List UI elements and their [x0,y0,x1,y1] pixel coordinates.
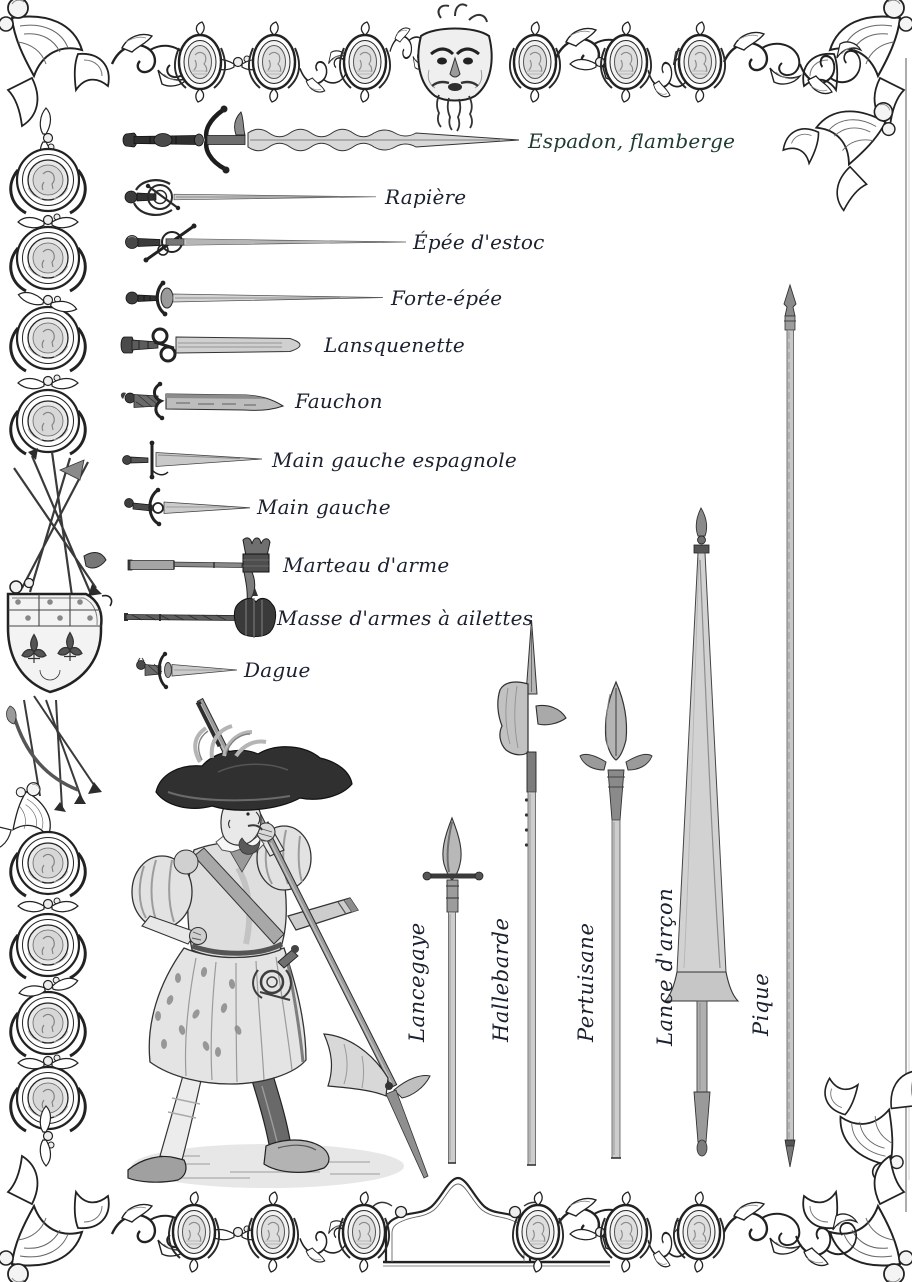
border-bottom [0,1155,912,1282]
label-marteau-darme: Marteau d'arme [283,553,450,577]
label-rapiere: Rapière [385,185,467,209]
pique-illustration [783,283,797,1168]
main-gauche-espagnole-illustration [122,440,263,480]
espadon-illustration [122,105,520,174]
label-pique: Pique [749,972,773,1036]
medallion-ornament [9,225,87,293]
medallion-ornament [9,147,87,215]
arrow-fan [6,695,102,812]
lansquenette-illustration [120,327,301,363]
border-right [769,58,912,1212]
label-lance-darcon: Lance d'arçon [653,887,677,1046]
label-main-gauche-espagnole: Main gauche espagnole [272,448,517,472]
lancegaye-illustration [422,816,484,1164]
forte-epee-illustration [125,280,384,317]
medallion-ornament [247,20,301,104]
medallion-ornament [672,1190,726,1274]
medallion-ornament [173,20,227,104]
label-epee-destoc: Épée d'estoc [413,230,545,254]
label-lancegaye: Lancegaye [405,922,429,1042]
label-fauchon: Fauchon [295,389,383,413]
dague-illustration [136,651,238,690]
label-forte-epee: Forte-épée [391,286,503,310]
medallion-ornament [9,830,87,898]
marteau-darme-illustration [127,537,271,605]
medallion-ornament [9,388,87,456]
pertuisane-illustration [579,680,653,1159]
label-hallebarde: Hallebarde [489,917,513,1042]
medallion-ornament [9,305,87,373]
medallion-ornament [599,1190,653,1274]
weapons-trophy [13,448,107,597]
corner-ornament [0,1155,110,1282]
medallion-ornament [599,20,653,104]
lance-darcon-illustration [663,507,740,1157]
label-pertuisane: Pertuisane [574,922,598,1042]
cartouche [371,1176,610,1267]
label-lansquenette: Lansquenette [324,333,465,357]
fauchon-illustration [120,381,285,421]
medallion-ornament [338,20,392,104]
label-espadon: Espadon, flamberge [528,129,736,153]
label-main-gauche: Main gauche [257,495,391,519]
border-top [0,0,912,132]
medallion-ornament [167,1190,221,1274]
label-masse-darmes: Masse d'armes à ailettes [277,606,534,630]
rapiere-illustration [124,179,377,216]
grotesque-mask [417,3,493,132]
border-left [0,107,113,1167]
coat-of-arms-shield [6,577,113,694]
corner-ornament [802,0,912,127]
soldier-illustration [127,697,431,1188]
medallion-ornament [673,20,727,104]
medallion-ornament [9,912,87,980]
medallion-ornament [508,20,562,104]
main-gauche-illustration [124,487,251,527]
masse-darmes-illustration [124,588,277,638]
medallion-ornament [9,990,87,1058]
corner-ornament [0,0,110,127]
medallion-ornament [337,1190,391,1274]
medallion-ornament [246,1190,300,1274]
epee-destoc-illustration [125,223,407,263]
hallebarde-illustration [497,619,567,1166]
label-dague: Dague [244,658,311,682]
